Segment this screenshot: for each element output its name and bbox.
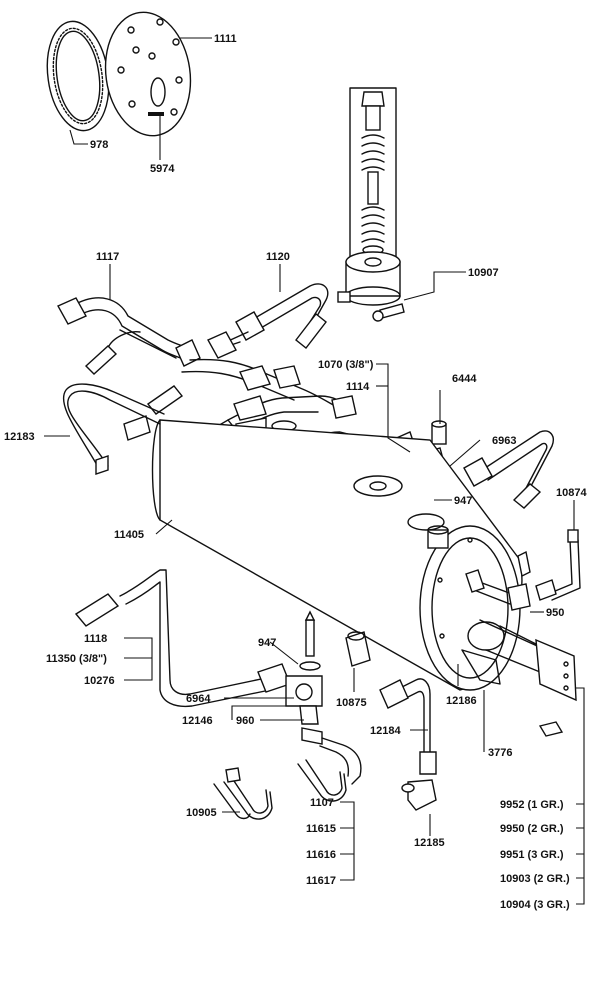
label-947-lower: 947 (258, 637, 276, 649)
label-10875: 10875 (336, 697, 367, 709)
label-11350: 11350 (3/8") (46, 653, 107, 665)
label-1107: 1107 (310, 797, 334, 809)
label-950: 950 (546, 607, 564, 619)
boiler-11405 (151, 419, 523, 691)
label-10276: 10276 (84, 675, 115, 687)
label-12186: 12186 (446, 695, 477, 707)
label-6963: 6963 (492, 435, 516, 447)
valve-assembly-10907 (337, 87, 405, 322)
label-10903: 10903 (2 GR.) (500, 873, 570, 885)
leader-lines (44, 37, 585, 905)
label-1114: 1114 (346, 381, 370, 393)
label-960: 960 (236, 715, 254, 727)
pipe-6963 (463, 430, 554, 509)
label-11615: 11615 (306, 823, 336, 835)
label-1117: 1117 (96, 251, 119, 263)
u-pipe-10905 (213, 767, 273, 820)
pipe-1120 (207, 283, 329, 359)
label-10904: 10904 (3 GR.) (500, 899, 570, 911)
label-978: 978 (90, 139, 108, 151)
u-pipe-1107 (297, 759, 347, 802)
label-9951: 9951 (3 GR.) (500, 849, 564, 861)
label-5974: 5974 (150, 163, 175, 175)
label-1111: 1111 (214, 33, 237, 45)
label-947-upper: 947 (454, 495, 472, 507)
label-11617: 11617 (306, 875, 336, 887)
label-12185: 12185 (414, 837, 445, 849)
label-1118: 1118 (84, 633, 107, 645)
label-12146: 12146 (182, 715, 213, 727)
tee-fitting-6964 (285, 610, 371, 785)
label-1070: 1070 (3/8") (318, 359, 374, 371)
pipe-1117 (57, 297, 201, 375)
label-12184: 12184 (370, 725, 401, 737)
pipe-12183 (62, 383, 165, 475)
label-10874: 10874 (556, 487, 587, 499)
label-9950: 9950 (2 GR.) (500, 823, 564, 835)
label-9952: 9952 (1 GR.) (500, 799, 564, 811)
label-11405: 11405 (114, 529, 144, 541)
label-6964: 6964 (186, 693, 211, 705)
label-12183: 12183 (4, 431, 35, 443)
gasket-978 (46, 20, 110, 132)
heating-element-assembly (461, 529, 581, 737)
flange-plate-1111 (104, 11, 192, 137)
pipe-12184 (379, 678, 437, 811)
label-6444: 6444 (452, 373, 477, 385)
label-1120: 1120 (266, 251, 290, 263)
label-10905: 10905 (186, 807, 217, 819)
label-10907: 10907 (468, 267, 499, 279)
label-11616: 11616 (306, 849, 336, 861)
label-3776: 3776 (488, 747, 512, 759)
